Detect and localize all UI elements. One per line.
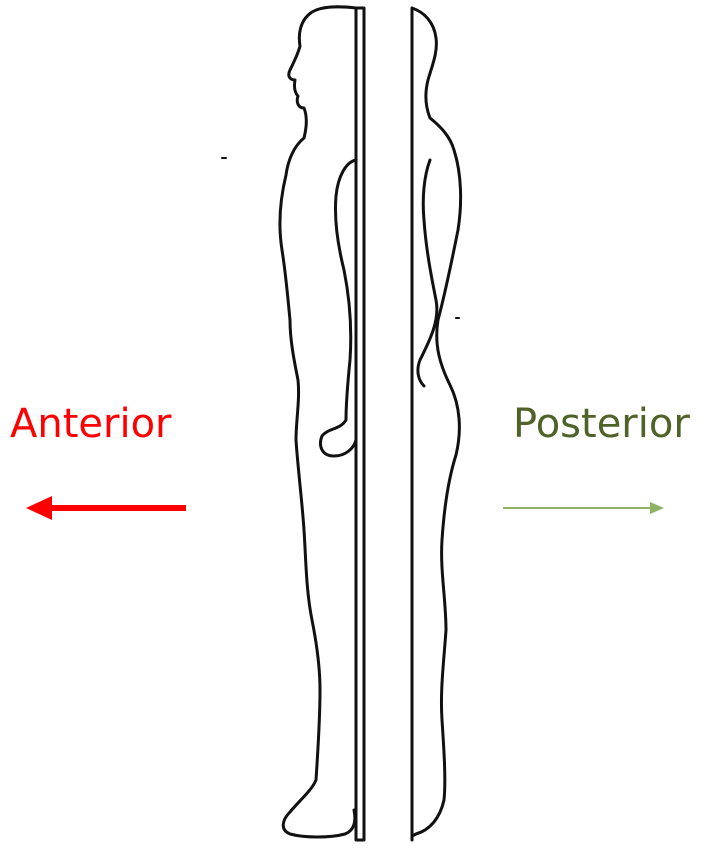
posterior-body-silhouette (412, 8, 461, 836)
arrow-left-icon (26, 496, 186, 520)
anterior-board-edge (356, 8, 364, 840)
arrow-right-icon (503, 502, 664, 514)
posterior-label: Posterior (513, 404, 690, 444)
anterior-arm-outline (321, 160, 357, 456)
posterior-arm-outline (418, 160, 437, 386)
anterior-label: Anterior (10, 404, 171, 444)
